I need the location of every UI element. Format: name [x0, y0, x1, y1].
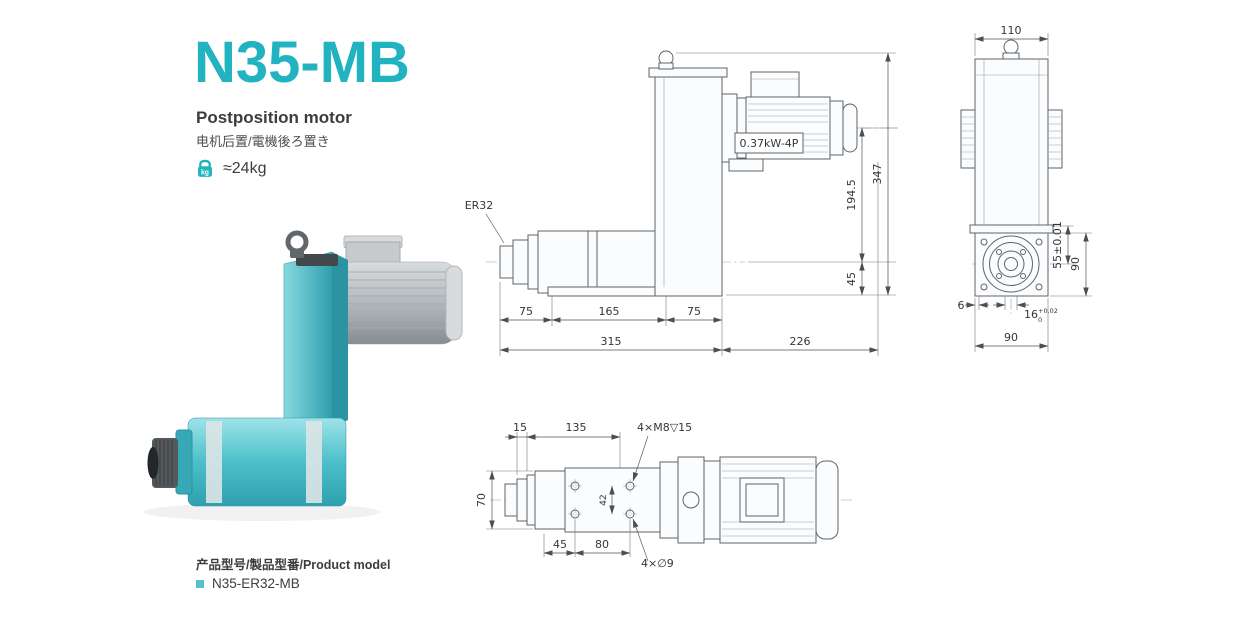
photo-shadow	[144, 503, 380, 521]
photo-column	[283, 230, 348, 441]
product-type-cjk: 电机后置/電機後ろ置き	[196, 134, 330, 149]
top-view-body	[504, 456, 839, 544]
dim-16-upper-tol: +0.02	[1038, 307, 1058, 315]
dim-135: 135	[566, 421, 587, 434]
eyebolt-icon	[1003, 39, 1019, 55]
dim-55-tol: 55±0.01	[1051, 221, 1064, 269]
product-model-label: 产品型号/製品型番/Product model	[196, 558, 391, 572]
product-model-value: N35-ER32-MB	[212, 576, 300, 591]
dim-194-5: 194.5	[845, 179, 858, 211]
motor-power-label: 0.37kW-4P	[734, 132, 804, 154]
product-photo	[144, 230, 463, 521]
weight-value: ≈24kg	[223, 160, 267, 177]
front-view-drawing: 110 55±0.01 90 6 16 +0.02 0 90	[958, 24, 1092, 352]
front-view-body	[960, 39, 1063, 297]
front-view-dimensions: 110 55±0.01 90 6 16 +0.02 0 90	[958, 24, 1092, 352]
bullet-square-icon	[196, 579, 204, 588]
photo-motor	[328, 235, 463, 348]
product-type-en: Postposition motor	[196, 108, 352, 127]
dim-16: 16	[1024, 308, 1038, 321]
side-view-column	[648, 50, 728, 297]
label-phi9-holes: 4×∅9	[641, 557, 674, 570]
photo-top-bracket	[296, 254, 338, 266]
photo-collet-nut	[147, 438, 178, 488]
weight-icon-label: kg	[201, 169, 209, 176]
dim-6: 6	[958, 299, 965, 312]
collet-label-text: ER32	[465, 199, 494, 212]
page-title: N35-MB	[194, 30, 410, 95]
dim-347: 347	[871, 164, 884, 185]
side-view-spindle	[499, 230, 723, 297]
dim-15: 15	[513, 421, 527, 434]
dim-45-vertical: 45	[845, 272, 858, 286]
photo-spindle-body	[175, 417, 347, 507]
dim-110: 110	[1001, 24, 1022, 37]
motor-power-text: 0.37kW-4P	[740, 137, 799, 150]
weight-kettlebell-icon: kg	[198, 159, 212, 177]
side-view-motor	[721, 71, 858, 172]
side-view-dimensions: 75 165 75 315 226 194.5 45 347	[499, 52, 898, 356]
dim-90-side: 90	[1069, 257, 1082, 271]
dim-45-bottom: 45	[553, 538, 567, 551]
dim-75-front: 75	[519, 305, 533, 318]
dim-315: 315	[601, 335, 622, 348]
dim-226: 226	[790, 335, 811, 348]
label-m8-holes: 4×M8▽15	[637, 421, 692, 434]
side-view-drawing: 0.37kW-4P ER32 75 165 75 315 226	[465, 50, 900, 356]
dim-42: 42	[599, 494, 609, 505]
photo-eyebolt	[285, 230, 309, 258]
dim-80: 80	[595, 538, 609, 551]
collet-label: ER32	[465, 199, 505, 244]
dim-90-bottom: 90	[1004, 331, 1018, 344]
top-view-drawing: 15 135 4×M8▽15 70 42 45 80 4×∅9	[475, 421, 852, 570]
top-view-dimensions: 15 135 4×M8▽15 70 42 45 80 4×∅9	[475, 421, 692, 570]
product-model-item: N35-ER32-MB	[196, 576, 300, 591]
dim-16-lower-tol: 0	[1038, 316, 1042, 324]
dim-75-rear: 75	[687, 305, 701, 318]
dim-165: 165	[599, 305, 620, 318]
weight-row: kg ≈24kg	[194, 158, 266, 180]
dim-70: 70	[475, 493, 488, 507]
